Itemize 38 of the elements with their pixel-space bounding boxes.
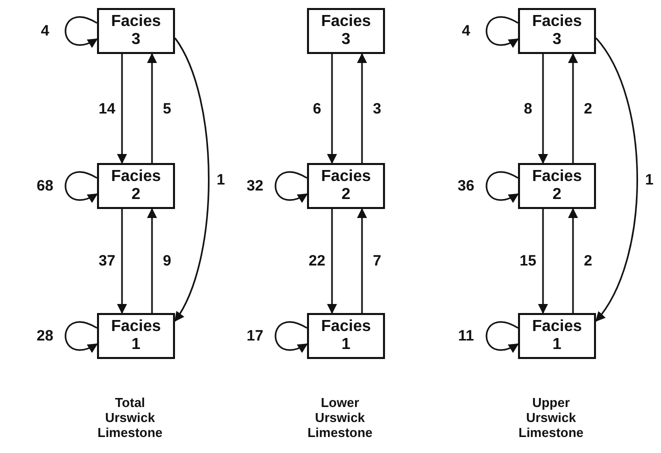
edge-label: 3 <box>372 100 382 117</box>
arrow <box>538 54 548 164</box>
arrow <box>357 53 367 163</box>
facies-box: Facies 1 <box>97 313 175 359</box>
loop-arrow <box>274 171 308 202</box>
loop-arrow <box>64 16 98 48</box>
edge-label: 6 <box>312 100 322 117</box>
loop-arrow <box>64 321 98 352</box>
facies-box: Facies 2 <box>307 163 385 209</box>
facies-box: Facies 2 <box>518 163 596 209</box>
column-caption: Upper Urswick Limestone <box>518 395 584 440</box>
arrow <box>568 208 578 313</box>
facies-box: Facies 1 <box>518 313 596 359</box>
edge-label: 8 <box>522 100 534 117</box>
arrow <box>147 53 157 163</box>
column-caption: Total Urswick Limestone <box>98 395 162 440</box>
arrow <box>568 53 578 163</box>
facies-box: Facies 3 <box>307 8 385 54</box>
arrow <box>117 209 127 314</box>
facies-box: Facies 2 <box>97 163 175 209</box>
loop-arrow <box>486 171 519 202</box>
arrow <box>147 208 157 313</box>
arrow <box>117 54 127 164</box>
facies-box: Facies 3 <box>518 8 596 54</box>
loop-arrow <box>486 16 519 48</box>
arrow <box>327 209 337 314</box>
loop-arrow <box>64 171 98 202</box>
facies-box: Facies 3 <box>97 8 175 54</box>
arrow <box>538 209 548 314</box>
arrow <box>327 54 337 164</box>
arrow <box>595 38 638 322</box>
loop-arrow <box>274 321 308 352</box>
column-caption: Lower Urswick Limestone <box>308 395 372 440</box>
arrow <box>174 38 210 322</box>
edge-label: 5 <box>162 100 172 117</box>
facies-box: Facies 1 <box>307 313 385 359</box>
loop-arrow <box>486 321 519 352</box>
arrow <box>357 208 367 313</box>
